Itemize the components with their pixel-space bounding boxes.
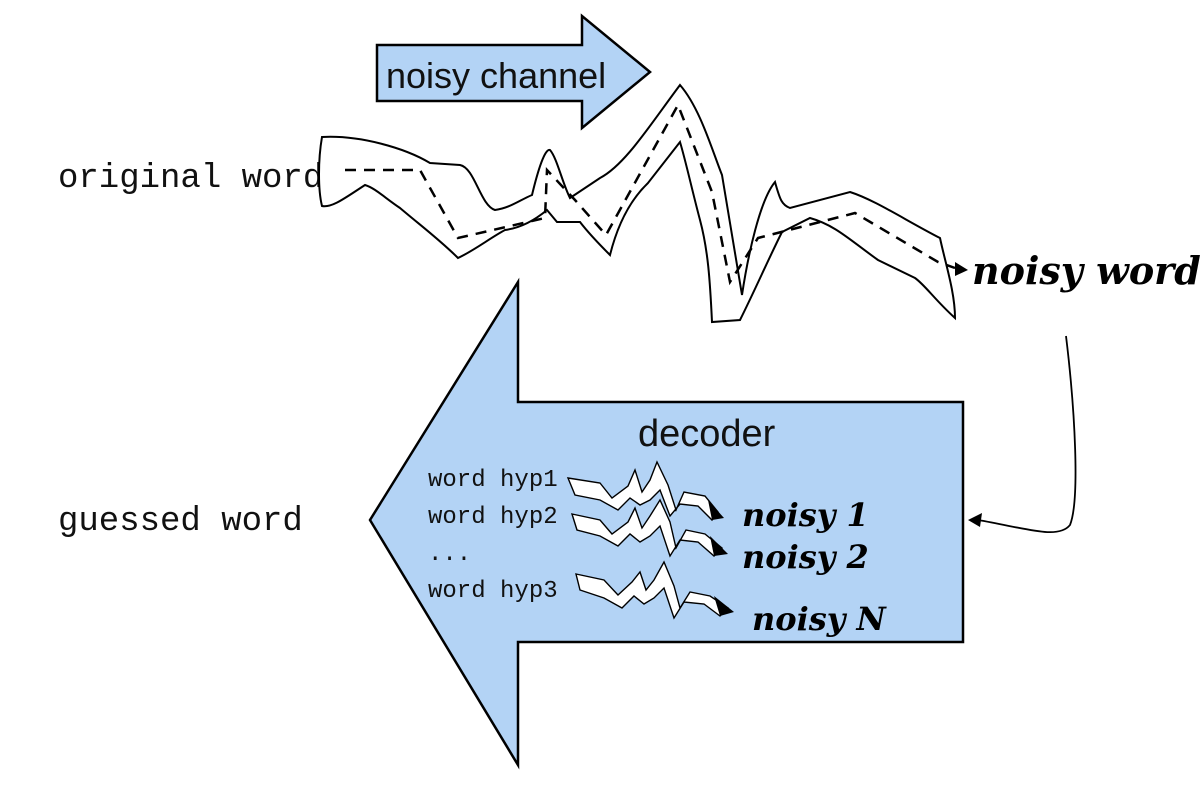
channel-band-shape <box>318 83 957 324</box>
connector-arrowhead <box>968 513 982 527</box>
decoder-label: decoder <box>638 413 776 455</box>
noisy-hypothesis-label: noisy 2 <box>742 538 869 576</box>
noisy-channel-arrow-shape <box>375 13 652 131</box>
noisy-hypothesis-label: noisy 1 <box>742 496 869 534</box>
mini-channel-1: noisy 1 <box>566 460 869 534</box>
noisy-word-to-decoder-connector <box>977 335 1077 534</box>
hypothesis-word: word hyp1 <box>428 467 558 494</box>
mini-channel-3: noisy N <box>575 560 888 638</box>
noisy-word-label: noisy word <box>972 248 1200 293</box>
mini-channel-arrowhead <box>708 500 724 520</box>
hypothesis-word: word hyp2 <box>428 504 558 531</box>
noisy-channel-arrow: noisy channel <box>375 13 652 131</box>
guessed-word-label: guessed word <box>58 503 303 541</box>
channel-path-arrowhead <box>955 262 968 276</box>
hypothesis-ellipsis: ... <box>428 541 471 568</box>
original-word-label: original word <box>58 160 323 198</box>
hypothesis-list: word hyp1 word hyp2 ... word hyp3 <box>428 467 558 605</box>
hypothesis-word: word hyp3 <box>428 578 558 605</box>
mini-channel-arrowhead <box>714 596 734 616</box>
mini-channel-arrowhead <box>710 536 728 556</box>
noisy-channel-band <box>318 83 968 324</box>
noisy-channel-label: noisy channel <box>386 55 606 96</box>
mini-channel-2: noisy 2 <box>570 498 869 576</box>
noisy-hypothesis-label: noisy N <box>752 600 888 638</box>
